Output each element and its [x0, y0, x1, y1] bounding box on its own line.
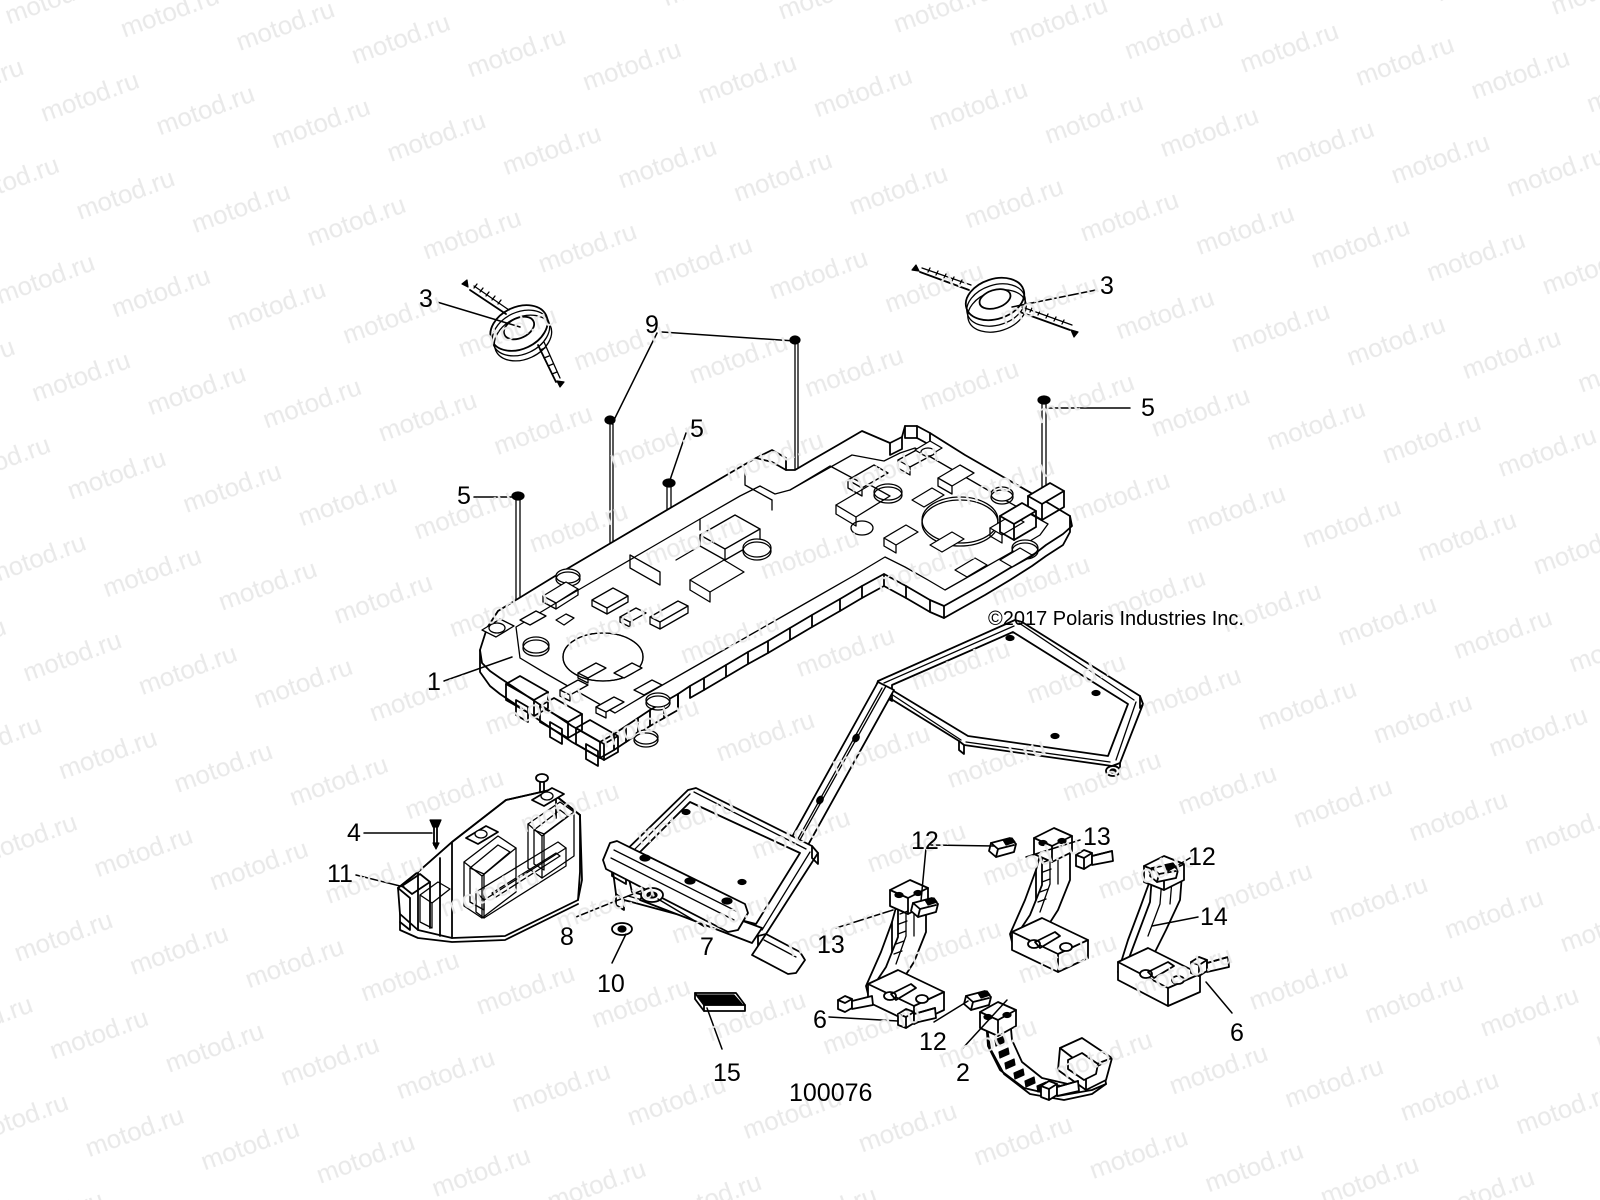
callout-number-11: 11 [327, 860, 353, 888]
callout-number-12: 12 [919, 1028, 947, 1056]
callout-number-5: 5 [690, 415, 704, 443]
callout-number-4: 4 [347, 819, 361, 847]
callout-number-15: 15 [713, 1059, 741, 1087]
callout-number-13: 13 [1083, 823, 1111, 851]
callout-number-8: 8 [560, 923, 574, 951]
callout-number-3: 3 [419, 285, 433, 313]
callout-number-14: 14 [1200, 903, 1228, 931]
callout-number-9: 9 [645, 311, 659, 339]
callout-number-13: 13 [817, 931, 845, 959]
drawing-number: 100076 [789, 1079, 873, 1107]
callout-number-6: 6 [1230, 1019, 1244, 1047]
callout-number-12: 12 [1188, 843, 1216, 871]
copyright-notice: ©2017 Polaris Industries Inc. [988, 608, 1244, 630]
callout-number-12: 12 [911, 827, 939, 855]
callout-number-2: 2 [956, 1059, 970, 1087]
callout-number-6: 6 [813, 1006, 827, 1034]
callout-number-5: 5 [1141, 394, 1155, 422]
callout-number-5: 5 [457, 482, 471, 510]
callout-number-7: 7 [700, 933, 714, 961]
callout-number-3: 3 [1100, 272, 1114, 300]
callout-number-1: 1 [427, 668, 441, 696]
callout-number-10: 10 [597, 970, 625, 998]
